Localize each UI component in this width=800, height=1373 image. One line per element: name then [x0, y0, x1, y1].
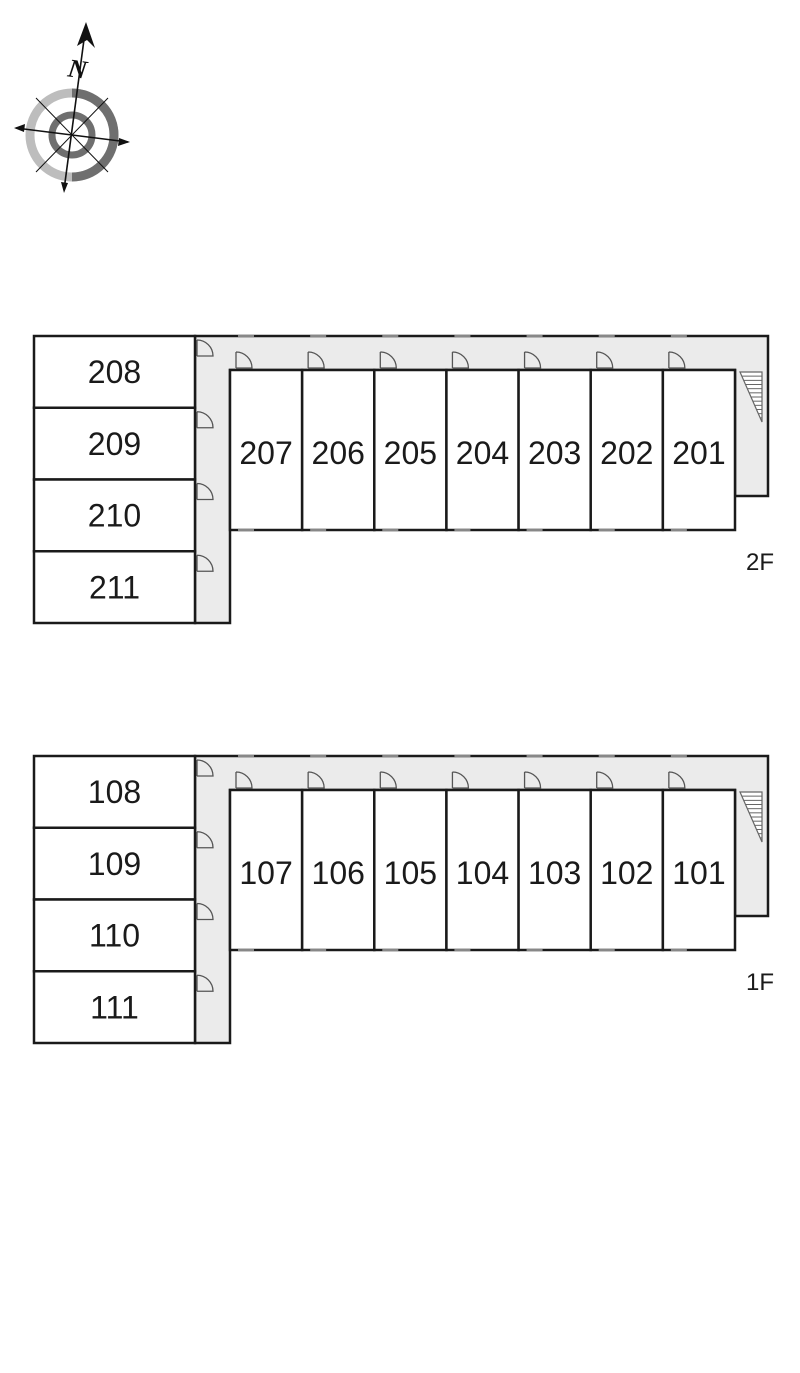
room-label: 205 — [384, 435, 437, 471]
room-203 — [517, 368, 592, 532]
stairs-icon — [739, 791, 763, 843]
room-label: 101 — [672, 855, 725, 891]
compass-north-label: N — [65, 53, 90, 85]
room-109 — [32, 826, 197, 901]
room-label: 105 — [384, 855, 437, 891]
room-label: 111 — [90, 989, 139, 1025]
room-110 — [32, 898, 197, 973]
room-label: 104 — [456, 855, 509, 891]
room-204 — [445, 368, 520, 532]
room-label: 106 — [312, 855, 365, 891]
room-label: 109 — [88, 846, 141, 882]
door-icon — [235, 771, 253, 789]
room-211 — [32, 550, 197, 625]
room-label: 108 — [88, 774, 141, 810]
room-202 — [589, 368, 665, 532]
floor-label: 2F — [746, 549, 774, 576]
room-107 — [228, 788, 304, 952]
door-icon — [196, 759, 214, 777]
room-205 — [373, 368, 448, 532]
door-icon — [596, 771, 614, 789]
door-icon — [196, 902, 214, 921]
door-icon — [307, 771, 325, 789]
room-101 — [661, 788, 737, 952]
door-icon — [196, 554, 214, 572]
room-label: 201 — [672, 435, 725, 471]
compass-rose-icon: N — [14, 22, 130, 193]
room-label: 209 — [88, 426, 141, 462]
door-icon — [196, 831, 214, 849]
floor-1f: 108 109 110 111 107 106 105 104 103 102 101 1F — [32, 754, 774, 1045]
door-icon — [451, 351, 470, 369]
room-label: 211 — [89, 569, 140, 605]
room-106 — [300, 788, 376, 952]
room-label: 107 — [239, 855, 292, 891]
room-label: 204 — [456, 435, 509, 471]
room-label: 110 — [89, 918, 140, 954]
door-icon — [523, 351, 542, 369]
room-label: 102 — [600, 855, 653, 891]
door-icon — [235, 351, 253, 369]
room-label: 203 — [528, 435, 581, 471]
room-207 — [228, 368, 304, 532]
room-label: 208 — [88, 354, 141, 390]
room-206 — [300, 368, 376, 532]
room-label: 210 — [88, 498, 141, 534]
door-icon — [379, 351, 397, 369]
door-icon — [451, 771, 470, 789]
door-icon — [596, 351, 614, 369]
door-icon — [307, 351, 325, 369]
room-201 — [661, 368, 737, 532]
door-icon — [196, 339, 214, 357]
room-209 — [32, 406, 197, 481]
door-icon — [196, 482, 214, 501]
room-label: 202 — [600, 435, 653, 471]
room-104 — [445, 788, 520, 952]
door-icon — [379, 771, 397, 789]
room-210 — [32, 478, 197, 553]
door-icon — [196, 411, 214, 429]
door-icon — [668, 351, 686, 369]
stairs-icon — [739, 371, 763, 423]
door-icon — [668, 771, 686, 789]
room-label: 206 — [312, 435, 365, 471]
floor-2f: 208 209 210 211 207 206 205 204 203 202 201 2F — [32, 334, 774, 625]
floor-label: 1F — [746, 969, 774, 996]
door-icon — [523, 771, 542, 789]
room-111 — [32, 970, 197, 1045]
room-label: 103 — [528, 855, 581, 891]
room-label: 207 — [239, 435, 292, 471]
room-108 — [32, 754, 197, 829]
door-icon — [196, 974, 214, 992]
